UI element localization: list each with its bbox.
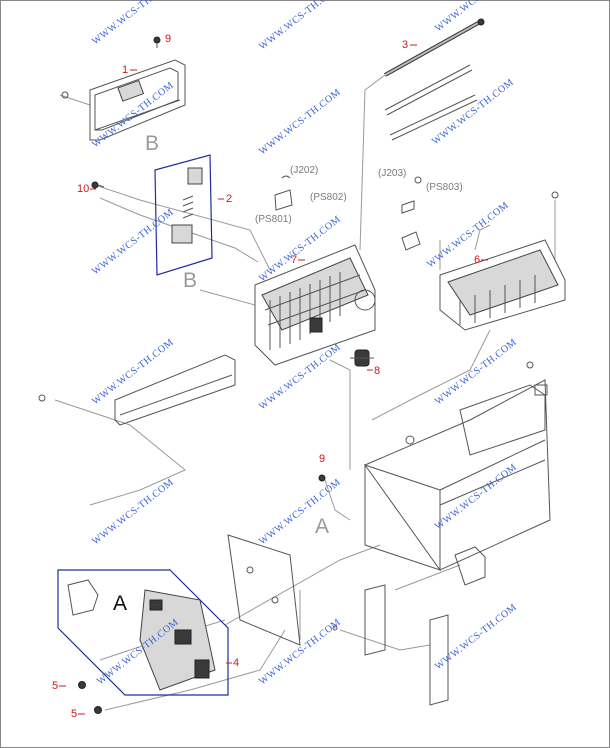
watermark-3: WWW.WCS-TH.COM [433,0,519,34]
leader-lines [54,74,556,711]
watermark-7: WWW.WCS-TH.COM [90,207,176,278]
watermark-13: WWW.WCS-TH.COM [90,477,176,548]
callout-1: 1 [122,64,128,76]
watermarks: WWW.WCS-TH.COM WWW.WCS-TH.COM WWW.WCS-TH… [90,0,519,687]
label-ps803: (PS803) [426,182,463,193]
part-7-frame [254,244,376,366]
part-1-plate [61,59,186,141]
callout-9-middle: 9 [319,453,325,465]
part-8-roller [350,349,374,367]
watermark-12: WWW.WCS-TH.COM [433,337,519,408]
watermark-14: WWW.WCS-TH.COM [257,477,343,548]
part-6-assembly [439,191,566,331]
watermark-11: WWW.WCS-TH.COM [257,342,343,413]
callout-2: 2 [226,193,232,205]
rail-left [38,354,236,426]
callout-6: 6 [474,254,480,266]
reference-letters: B B A A [113,132,329,615]
label-j203: (J203) [378,168,406,179]
connector-bracket-j202 [274,175,293,211]
callout-8: 8 [374,365,380,377]
callout-5-upper: 5 [52,680,58,692]
part-2-frame [154,154,213,276]
ref-a-middle: A [315,515,329,538]
base-chassis [318,361,551,586]
callout-9-top: 9 [165,33,171,45]
ref-b-top: B [145,132,159,155]
watermark-18: WWW.WCS-TH.COM [433,602,519,673]
side-plate [227,534,301,646]
screw-10 [91,181,105,189]
bracket-lower [332,584,449,706]
callout-labels: 9 1 3 10 2 7 6 8 9 4 5 5 [52,33,488,720]
screw-5-lower [94,706,102,714]
watermark-6: WWW.WCS-TH.COM [430,77,516,148]
watermark-9: WWW.WCS-TH.COM [425,200,511,271]
part-4-frame [57,569,229,696]
label-j202: (J202) [290,165,318,176]
ref-a-frame: A [113,592,127,615]
label-ps802: (PS802) [310,192,347,203]
part-3-roller [384,18,485,141]
screw-5-upper [78,681,86,689]
watermark-5: WWW.WCS-TH.COM [257,87,343,158]
ref-b-middle: B [183,269,197,292]
screw-9-top [153,36,161,48]
callout-10: 10 [77,183,89,195]
callout-5-lower: 5 [71,708,77,720]
callout-7: 7 [291,254,297,266]
connector-bracket-j203 [401,176,422,251]
watermark-2: WWW.WCS-TH.COM [257,0,343,52]
callout-4: 4 [233,657,239,669]
watermark-1: WWW.WCS-TH.COM [90,0,176,47]
callout-3: 3 [402,39,408,51]
label-ps801: (PS801) [255,214,292,225]
connector-labels: (J202) (PS802) (PS801) (J203) (PS803) [255,165,463,225]
watermark-10: WWW.WCS-TH.COM [90,337,176,408]
